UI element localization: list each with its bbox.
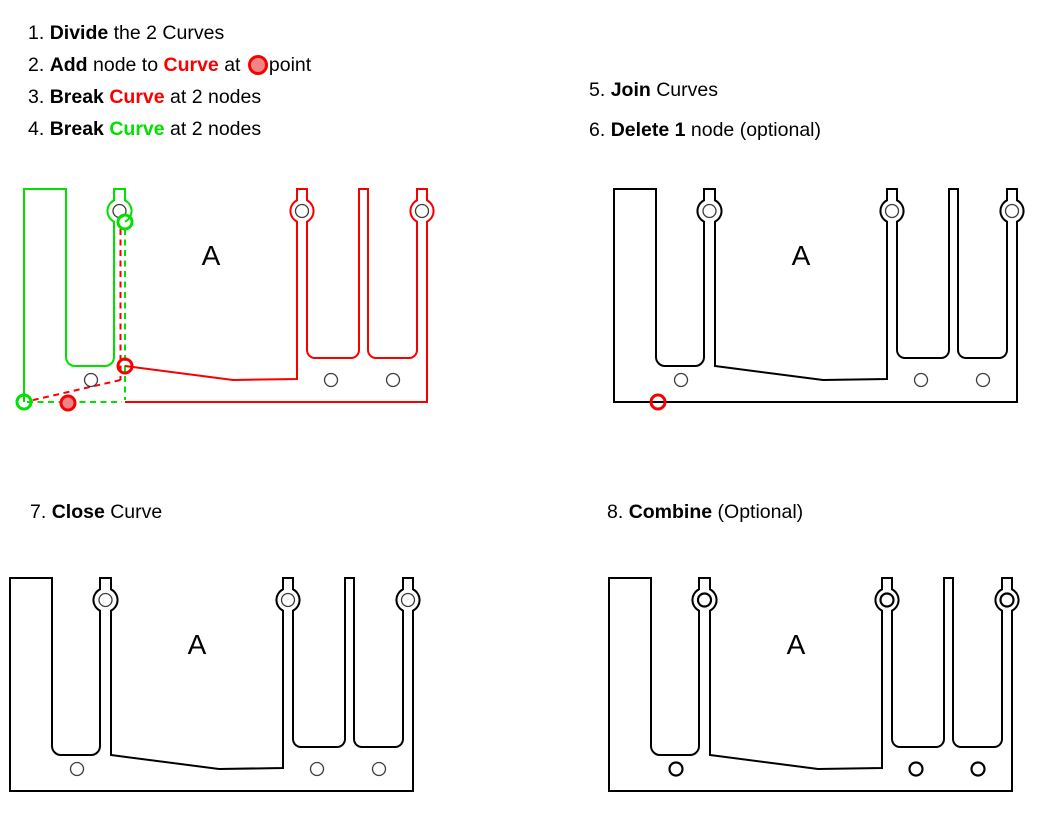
- red-node-added-point: [59, 394, 77, 412]
- instructions-steps-5-6: 5. Join Curves 6. Delete 1 node (optiona…: [589, 74, 821, 146]
- green-curve: [23, 188, 133, 403]
- green-node-bottom-left: [15, 393, 33, 411]
- red-curve: [124, 188, 435, 403]
- combined-curve-outline: [608, 577, 1020, 792]
- figure-step-7-diagram: A: [9, 577, 421, 792]
- instruction-step-7-line: 7. Close Curve: [30, 501, 163, 523]
- instruction-step-3: 3. Break Curve at 2 nodes: [28, 86, 262, 108]
- red-node-seam: [649, 393, 667, 411]
- red-dashed-diagonal: [28, 379, 121, 402]
- red-node-break: [116, 357, 134, 375]
- region-label-a: A: [787, 629, 806, 660]
- instruction-step-4: 4. Break Curve at 2 nodes: [28, 118, 262, 140]
- closed-curve-outline: [9, 577, 421, 792]
- region-label-a: A: [188, 629, 207, 660]
- joined-curve-outline: [613, 188, 1025, 403]
- green-node-top: [116, 213, 134, 231]
- red-node-point-icon: [247, 55, 268, 75]
- region-label-a: A: [792, 240, 811, 271]
- instruction-step-1: 1. Divide the 2 Curves: [28, 22, 225, 44]
- figure-step-8-diagram: A: [608, 577, 1020, 792]
- instructions-steps-1-4: 1. Divide the 2 Curves 2. Add node to Cu…: [28, 17, 311, 145]
- instruction-step-6: 6. Delete 1 node (optional): [589, 119, 821, 141]
- figure-steps-1-4-diagram: A: [15, 188, 435, 412]
- holes-and-boss-circles: [69, 592, 416, 777]
- instruction-step-8-line: 8. Combine (Optional): [607, 501, 804, 523]
- instruction-step-7: 7. Close Curve: [30, 496, 162, 528]
- figure-steps-5-6-diagram: A: [613, 188, 1025, 411]
- holes-and-boss-circles-combined: [668, 592, 1015, 777]
- instruction-step-8: 8. Combine (Optional): [607, 496, 803, 528]
- instruction-step-5: 5. Join Curves: [589, 79, 718, 101]
- holes-and-boss-circles: [83, 203, 430, 388]
- region-label-a: A: [202, 240, 221, 271]
- holes-and-boss-circles: [673, 203, 1020, 388]
- instruction-step-2: 2. Add node to Curve at point: [28, 54, 312, 76]
